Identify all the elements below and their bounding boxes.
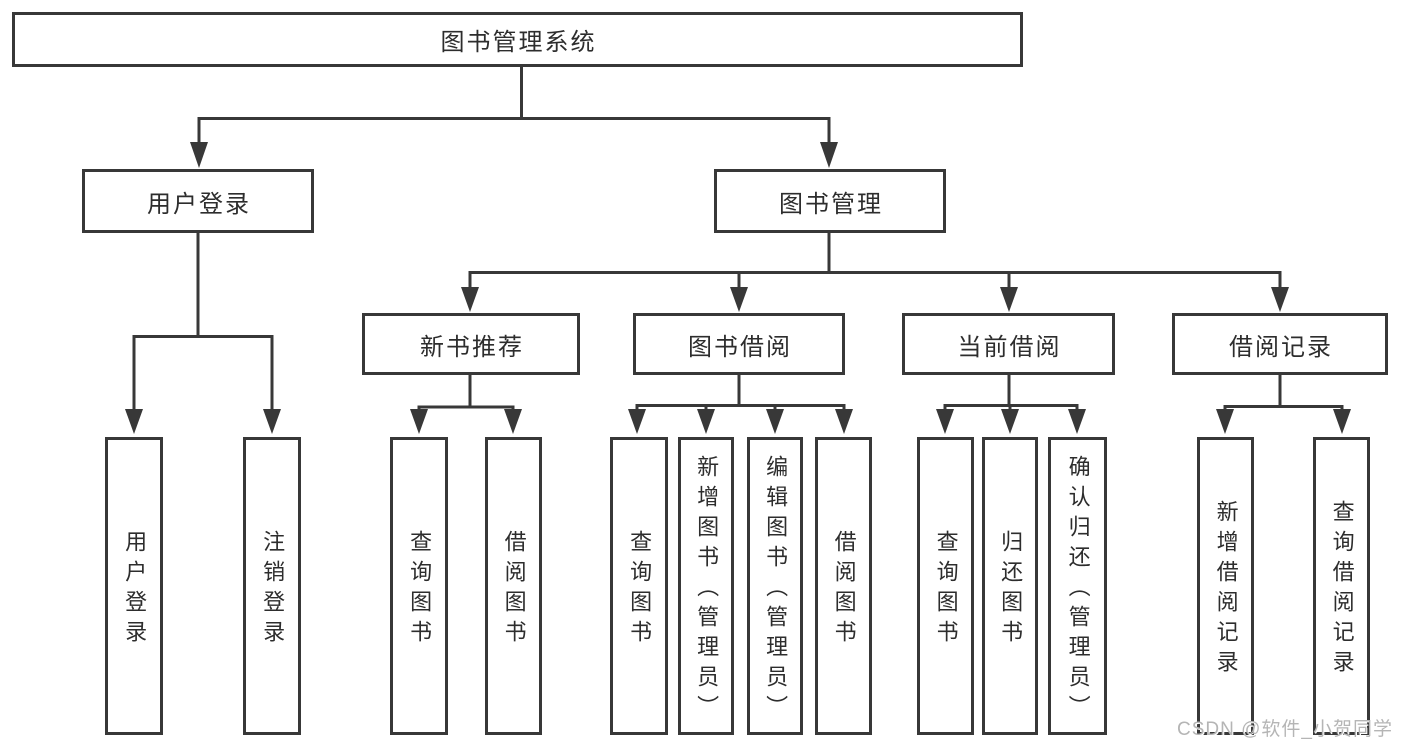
node-user-login: 用户登录: [82, 169, 314, 233]
leaf-label: 确认归还（管理员）: [1065, 455, 1091, 725]
arrowhead: [190, 142, 208, 168]
arrowhead: [1001, 409, 1019, 434]
leaf-add-borrow-record: 新增借阅记录: [1197, 437, 1254, 735]
node-new-book-recommend: 新书推荐: [362, 313, 580, 375]
arrowhead: [628, 409, 646, 434]
leaf-edit-book-admin: 编辑图书（管理员）: [747, 437, 803, 735]
arrowhead: [461, 287, 479, 312]
leaf-query-borrow-record: 查询借阅记录: [1313, 437, 1370, 735]
leaf-query-book-3: 查询图书: [917, 437, 974, 735]
arrowhead: [730, 287, 748, 312]
node-book-borrow-label: 图书借阅: [688, 333, 792, 361]
arrowhead: [697, 409, 715, 434]
arrowhead: [263, 409, 281, 434]
arrowhead: [504, 409, 522, 434]
arrowhead: [1216, 409, 1234, 434]
leaf-label: 新增图书（管理员）: [694, 455, 720, 725]
arrowhead: [410, 409, 428, 434]
leaf-label: 归还图书: [998, 530, 1024, 650]
csdn-watermark: CSDN @软件_小贺同学: [1177, 719, 1393, 740]
arrowhead: [1333, 409, 1351, 434]
node-book-management-label: 图书管理: [779, 190, 883, 218]
node-book-management: 图书管理: [714, 169, 946, 233]
node-current-borrow-label: 当前借阅: [957, 333, 1062, 361]
leaf-label: 查询借阅记录: [1329, 500, 1355, 680]
arrowhead: [936, 409, 954, 434]
arrowhead: [820, 142, 838, 168]
leaf-user-login: 用户登录: [105, 437, 163, 735]
node-new-book-recommend-label: 新书推荐: [420, 333, 524, 361]
leaf-label: 新增借阅记录: [1213, 500, 1239, 680]
leaf-label: 借阅图书: [831, 530, 857, 650]
node-user-login-label: 用户登录: [147, 190, 251, 218]
leaf-label: 查询图书: [407, 530, 433, 650]
arrowhead: [766, 409, 784, 434]
node-book-borrow: 图书借阅: [633, 313, 845, 375]
arrowhead: [125, 409, 143, 434]
leaf-return-book: 归还图书: [982, 437, 1038, 735]
leaf-borrow-book-2: 借阅图书: [815, 437, 872, 735]
leaf-logout: 注销登录: [243, 437, 301, 735]
arrowhead: [835, 409, 853, 434]
leaf-label: 注销登录: [260, 530, 286, 650]
leaf-label: 编辑图书（管理员）: [763, 455, 789, 725]
leaf-borrow-book-1: 借阅图书: [485, 437, 542, 735]
node-borrow-record-label: 借阅记录: [1229, 333, 1333, 361]
arrowhead: [1271, 287, 1289, 312]
leaf-label: 查询图书: [627, 530, 653, 650]
leaf-label: 用户登录: [122, 530, 148, 650]
node-current-borrow: 当前借阅: [902, 313, 1115, 375]
leaf-query-book-2: 查询图书: [610, 437, 668, 735]
node-borrow-record: 借阅记录: [1172, 313, 1388, 375]
leaf-label: 查询图书: [933, 530, 959, 650]
leaf-add-book-admin: 新增图书（管理员）: [678, 437, 734, 735]
leaf-label: 借阅图书: [501, 530, 527, 650]
arrowhead: [1000, 287, 1018, 312]
arrowhead: [1068, 409, 1086, 434]
connector-lines: [132, 66, 1344, 413]
node-root: 图书管理系统: [12, 12, 1023, 67]
leaf-confirm-return-admin: 确认归还（管理员）: [1048, 437, 1107, 735]
node-root-label: 图书管理系统: [440, 29, 597, 56]
leaf-query-book-1: 查询图书: [390, 437, 448, 735]
